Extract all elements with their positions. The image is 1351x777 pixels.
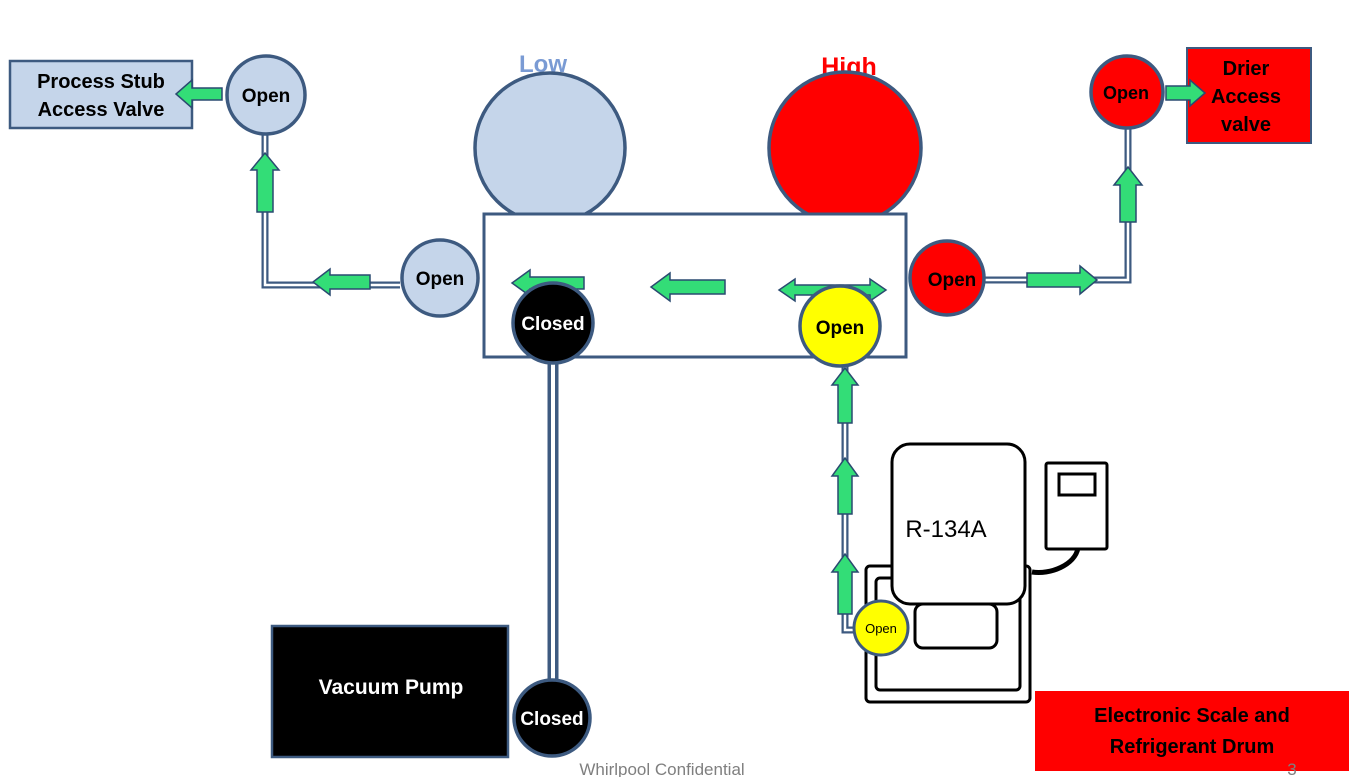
- process-stub-access-valve-box: Process Stub Access Valve: [8, 59, 194, 130]
- drum-base: [913, 602, 999, 650]
- pipe-drier: [985, 125, 1132, 284]
- drum-label: R-134A: [905, 516, 986, 543]
- valve-high-side[interactable]: Open: [908, 239, 986, 317]
- footer-confidential: Whirlpool Confidential: [579, 760, 744, 777]
- arrow-up-drier-riser: [1112, 165, 1144, 223]
- valve-vacuum-manifold[interactable]: Closed: [511, 281, 595, 365]
- valve-low-side-state: Open: [416, 269, 465, 290]
- scale-drum-line-1: Electronic Scale and: [1094, 705, 1290, 727]
- valve-refrigerant-manifold[interactable]: Open: [798, 284, 882, 368]
- drier-access-valve-box: Drier Access valve: [1186, 47, 1312, 144]
- valve-vacuum-pump-state: Closed: [520, 709, 583, 730]
- valve-process-stub-state: Open: [242, 86, 291, 107]
- process-stub-line-2: Access Valve: [38, 99, 165, 121]
- scale-drum-line-2: Refrigerant Drum: [1110, 736, 1274, 758]
- drier-line-1: Drier: [1223, 58, 1270, 80]
- arrow-left-manifold-2: [649, 271, 726, 303]
- process-stub-line-1: Process Stub: [37, 71, 165, 93]
- flow-arrows: [174, 78, 1207, 615]
- scale-display-screen: [1057, 472, 1097, 497]
- valve-vacuum-manifold-state: Closed: [521, 314, 584, 335]
- valve-refrigerant-manifold-state: Open: [816, 318, 865, 339]
- arrow-right-high-line: [1026, 264, 1099, 296]
- valve-high-side-state: Open: [928, 270, 977, 291]
- pipe-process-stub: [261, 120, 400, 289]
- vacuum-pump-label: Vacuum Pump: [319, 676, 464, 699]
- valve-drum[interactable]: Open: [852, 599, 910, 657]
- low-pressure-gauge: [473, 71, 627, 225]
- scale-drum-caption-box: Electronic Scale and Refrigerant Drum: [1035, 691, 1349, 771]
- arrow-up-refrigerant-3: [830, 552, 860, 615]
- scale-cable: [1031, 547, 1081, 576]
- footer-page-number: 3: [1287, 760, 1296, 777]
- valve-low-side[interactable]: Open: [400, 238, 480, 318]
- electronic-scale-and-drum: [864, 442, 1109, 704]
- arrow-left-low-line: [311, 267, 371, 297]
- valve-process-stub[interactable]: Open: [225, 54, 307, 136]
- arrow-up-process-riser: [249, 151, 281, 213]
- vacuum-pump: Vacuum Pump: [270, 624, 510, 759]
- arrow-up-refrigerant-1: [830, 366, 860, 424]
- drier-line-3: valve: [1221, 114, 1271, 136]
- arrow-up-refrigerant-2: [830, 456, 860, 515]
- valve-drier[interactable]: Open: [1089, 54, 1165, 130]
- valve-drum-state: Open: [865, 621, 897, 636]
- arrow-right-to-drier: [1165, 78, 1207, 108]
- drier-line-2: Access: [1211, 86, 1281, 108]
- valve-vacuum-pump[interactable]: Closed: [512, 678, 592, 758]
- arrow-left-to-process-stub: [174, 78, 223, 110]
- valve-drier-state: Open: [1103, 83, 1149, 103]
- high-pressure-gauge: [767, 70, 923, 226]
